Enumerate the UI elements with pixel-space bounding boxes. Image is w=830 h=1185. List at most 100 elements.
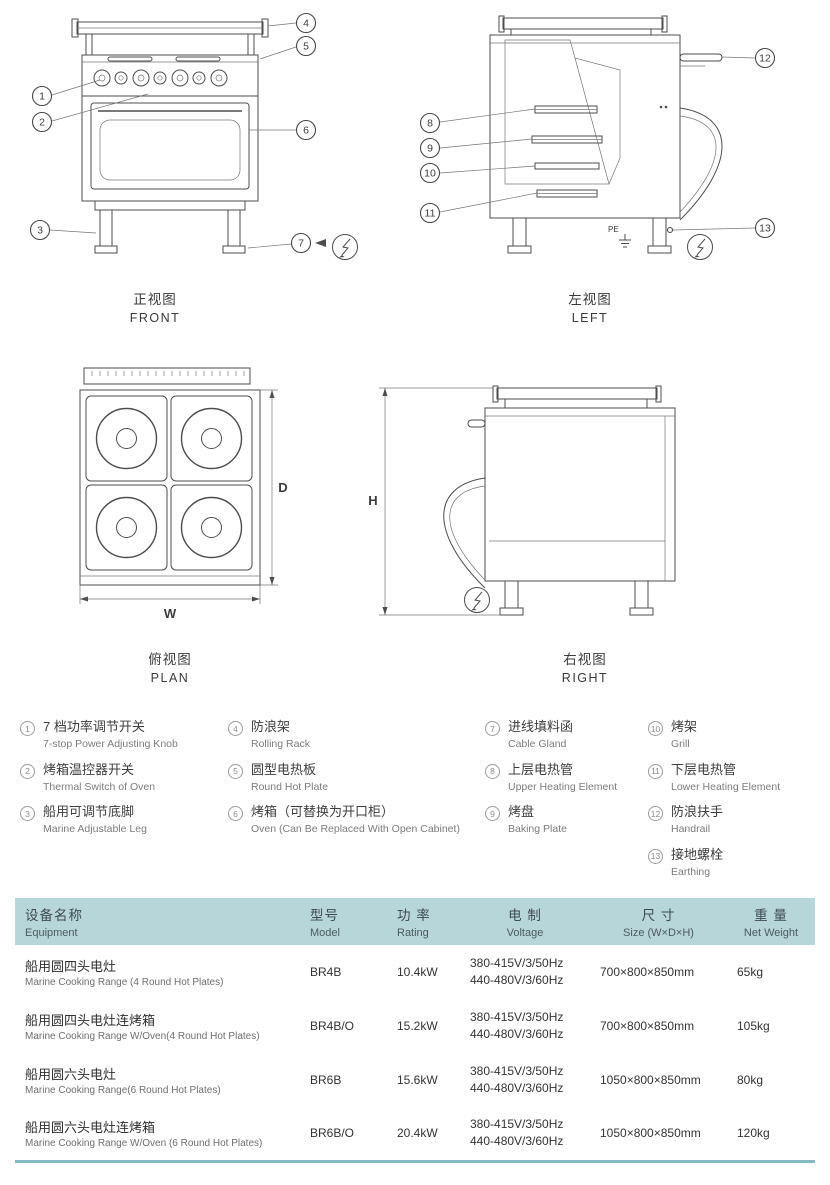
cell-equipment: 船用圆六头电灶 Marine Cooking Range(6 Round Hot… <box>25 1067 221 1096</box>
header-size: 尺 寸 Size (W×D×H) <box>590 898 727 945</box>
cell-model: BR6B <box>310 1073 342 1087</box>
cell-weight: 120kg <box>737 1126 770 1141</box>
hot-plate <box>95 407 158 470</box>
callout-7: 7 <box>247 232 312 254</box>
right-rolling-rack <box>492 385 662 408</box>
legend-item-13: 13 接地螺栓 Earthing <box>648 847 818 880</box>
svg-text:10: 10 <box>424 168 436 180</box>
cell-equipment: 船用圆六头电灶连烤箱 Marine Cooking Range W/Oven (… <box>25 1120 263 1150</box>
legend-label-cn: 防浪架 <box>251 719 291 734</box>
header-weight: 重 量 Net Weight <box>727 898 815 945</box>
legend-number: 8 <box>485 763 500 779</box>
legend-label-en: Round Hot Plate <box>251 780 329 793</box>
legend-item-9: 9 烤盘 Baking Plate <box>485 804 648 837</box>
legend-column-3: 7 进线填料函 Cable Gland 8 上层电热管 Upper Heatin… <box>485 719 648 890</box>
parts-legend: 1 7 档功率调节开关 7-stop Power Adjusting Knob … <box>20 719 818 890</box>
legend-label-cn: 防浪扶手 <box>671 804 724 820</box>
legend-label-en: Oven (Can Be Replaced With Open Cabinet) <box>251 823 460 836</box>
plan-view-title: 俯视图 PLAN <box>110 648 230 685</box>
hot-plate <box>180 407 243 470</box>
legend-item-8: 8 上层电热管 Upper Heating Element <box>485 762 648 795</box>
left-handrail <box>679 53 723 67</box>
legend-label-cn: 进线填料函 <box>508 719 574 734</box>
plan-cooktop <box>79 389 261 586</box>
right-title-en: RIGHT <box>561 671 609 685</box>
legend-item-11: 11 下层电热管 Lower Heating Element <box>648 762 818 795</box>
legend-item-6: 6 烤箱（可替换为开口柜） Oven (Can Be Replaced With… <box>228 804 485 837</box>
front-body <box>81 54 259 202</box>
callout-10: 10 <box>419 162 536 184</box>
right-legs <box>499 580 654 616</box>
cell-rating: 15.2kW <box>397 1019 438 1033</box>
front-title-en: FRONT <box>129 311 181 325</box>
header-model: 型号 Model <box>300 898 387 945</box>
lightning-icon <box>464 587 490 613</box>
cell-voltage: 380-415V/3/50Hz 440-480V/3/60Hz <box>470 1063 564 1095</box>
cell-size: 700×800×850mm <box>600 1019 695 1033</box>
legend-number: 3 <box>20 806 35 822</box>
lightning-icon <box>332 234 358 260</box>
legend-label-cn: 7 档功率调节开关 <box>43 719 145 734</box>
svg-text:W: W <box>164 606 177 621</box>
cell-model: BR6B/O <box>310 1126 355 1141</box>
svg-text:13: 13 <box>759 223 771 235</box>
legend-label-en: Upper Heating Element <box>508 780 618 793</box>
svg-text:PE: PE <box>608 225 619 234</box>
cable-gland-arrow <box>315 239 326 247</box>
cell-size: 700×800×850mm <box>600 965 695 979</box>
legend-label-en: Marine Adjustable Leg <box>43 823 147 836</box>
cell-rating: 10.4kW <box>397 965 438 979</box>
callout-5: 5 <box>259 35 317 60</box>
right-view-title: 右视图 RIGHT <box>525 648 645 685</box>
svg-text:4: 4 <box>303 18 309 30</box>
legend-number: 11 <box>648 763 663 779</box>
legend-item-1: 1 7 档功率调节开关 7-stop Power Adjusting Knob <box>20 719 228 752</box>
front-view-drawing: 4 5 1 2 6 3 7 <box>29 12 358 260</box>
svg-text:H: H <box>368 493 377 508</box>
legend-label-en: Baking Plate <box>508 823 567 836</box>
right-open-door <box>443 477 486 589</box>
spec-table: 设备名称 Equipment 型号 Model 功 率 Rating 电 制 V… <box>15 898 815 1163</box>
callout-2: 2 <box>31 93 149 133</box>
svg-text:5: 5 <box>303 41 309 53</box>
front-legs <box>94 200 246 254</box>
left-legs <box>507 217 672 254</box>
left-view: PE 8 9 10 11 <box>415 8 795 270</box>
legend-label-cn: 烤架 <box>671 719 698 734</box>
upper-heating-element <box>534 105 598 114</box>
svg-text:11: 11 <box>425 208 436 220</box>
right-view-drawing: H <box>368 385 676 616</box>
left-oven-cavity <box>504 39 621 185</box>
grill <box>534 162 600 170</box>
legend-label-en: Earthing <box>671 865 711 878</box>
table-row: 船用圆四头电灶 Marine Cooking Range (4 Round Ho… <box>15 945 815 999</box>
cell-rating: 20.4kW <box>397 1126 438 1141</box>
front-control-knobs <box>93 69 228 87</box>
header-equipment: 设备名称 Equipment <box>15 898 300 945</box>
legend-label-en: Cable Gland <box>508 738 567 750</box>
legend-label-en: Grill <box>671 738 690 750</box>
plan-view-drawing: D W <box>79 367 288 621</box>
callout-13: 13 <box>666 217 776 239</box>
right-body <box>467 407 676 582</box>
cell-size: 1050×800×850mm <box>600 1073 701 1087</box>
legend-label-en: Rolling Rack <box>251 738 310 750</box>
legend-number: 1 <box>20 721 35 736</box>
callout-12: 12 <box>721 47 776 69</box>
legend-column-1: 1 7 档功率调节开关 7-stop Power Adjusting Knob … <box>20 719 228 890</box>
legend-label-en: Lower Heating Element <box>671 780 781 793</box>
front-view: 4 5 1 2 6 3 7 <box>20 8 365 270</box>
table-row: 船用圆六头电灶连烤箱 Marine Cooking Range W/Oven (… <box>15 1107 815 1161</box>
table-row: 船用圆四头电灶连烤箱 Marine Cooking Range W/Oven(4… <box>15 999 815 1053</box>
legend-label-en: Thermal Switch of Oven <box>43 780 156 793</box>
svg-text:D: D <box>278 480 287 495</box>
cell-equipment: 船用圆四头电灶连烤箱 Marine Cooking Range W/Oven(4… <box>25 1013 260 1042</box>
right-title-cn: 右视图 <box>563 652 607 667</box>
legend-item-10: 10 烤架 Grill <box>648 719 818 752</box>
cell-voltage: 380-415V/3/50Hz 440-480V/3/60Hz <box>470 1116 564 1149</box>
legend-label-cn: 接地螺栓 <box>671 846 724 862</box>
dimension-width: W <box>79 585 261 621</box>
legend-number: 10 <box>648 721 663 736</box>
legend-item-4: 4 防浪架 Rolling Rack <box>228 719 485 752</box>
